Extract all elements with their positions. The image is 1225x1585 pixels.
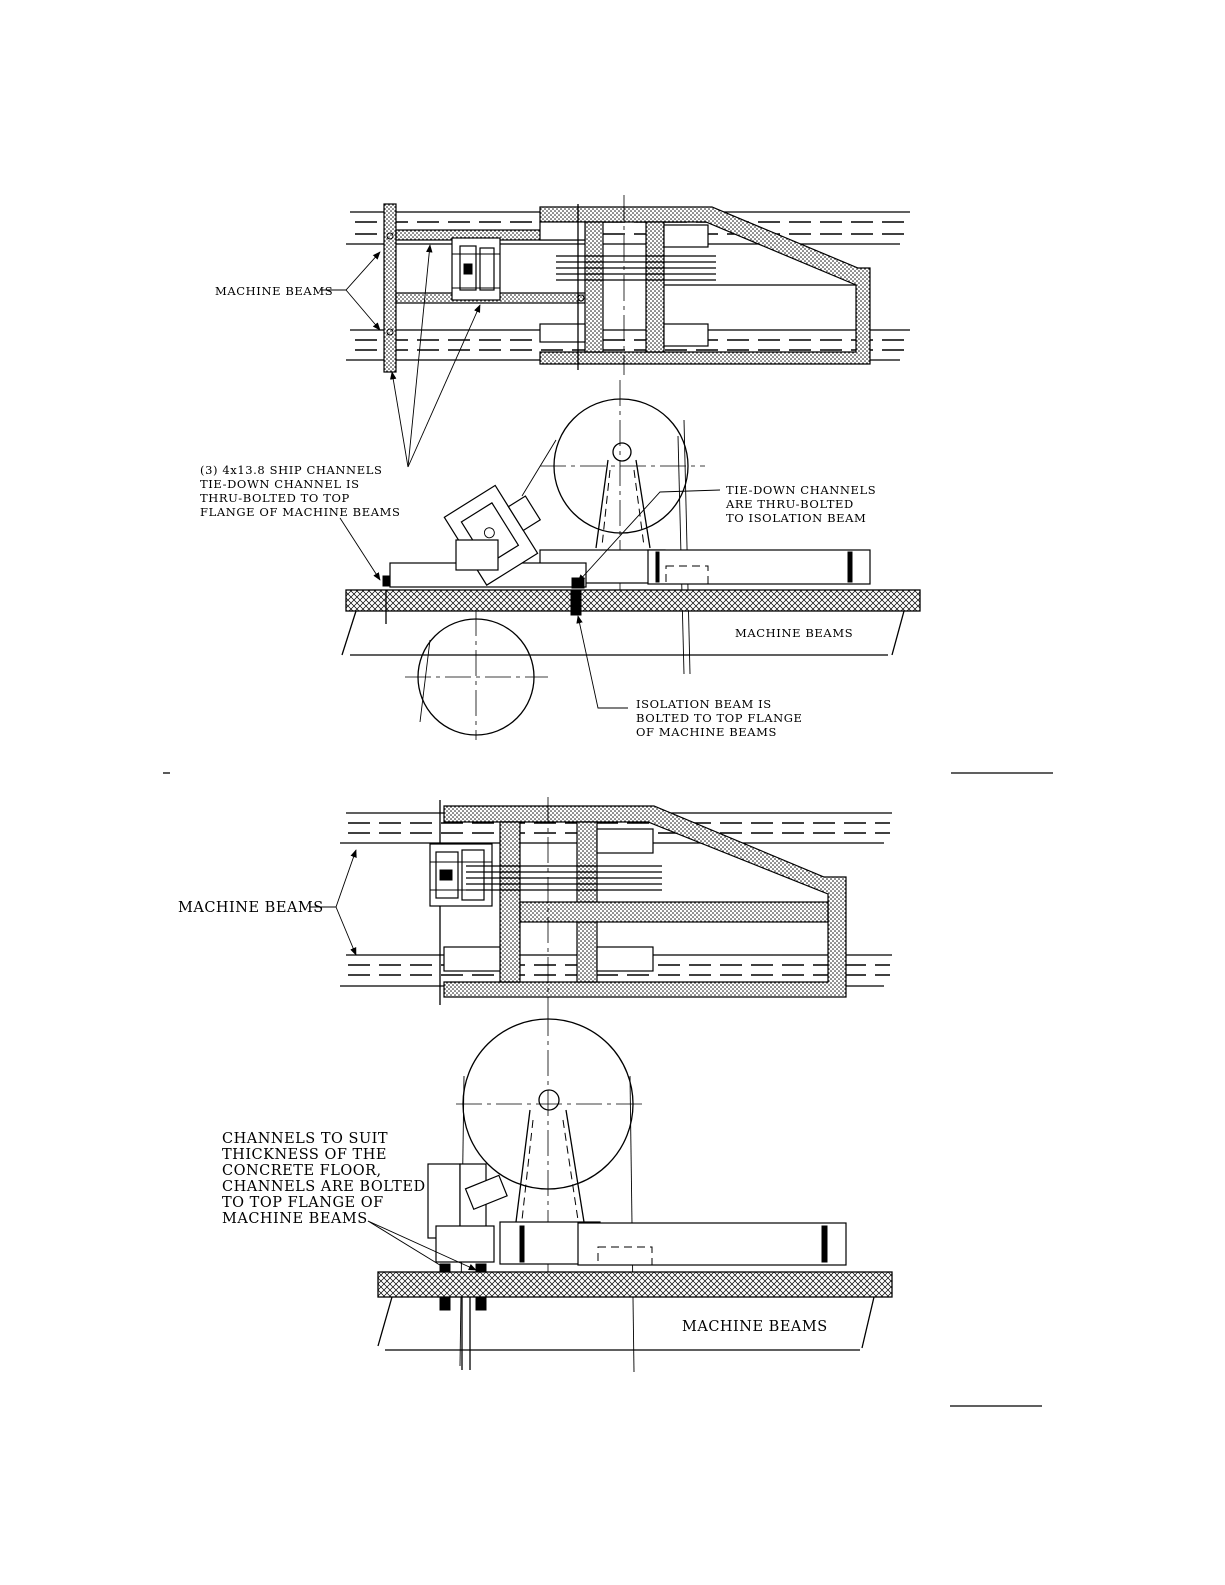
top-plan-view: [320, 195, 910, 468]
tie-down-label-line-3: TO ISOLATION BEAM: [726, 511, 866, 525]
ship-channels-label-line-3: THRU-BOLTED TO TOP: [200, 491, 350, 505]
isolation-beam-label-line-3: OF MACHINE BEAMS: [636, 725, 777, 739]
channels-label-line-2: THICKNESS OF THE: [222, 1147, 387, 1163]
top-elevation-view: [339, 380, 921, 740]
isolation-beam-label-line-2: BOLTED TO TOP FLANGE: [636, 711, 803, 725]
top-elevation-machine-beams-label: MACHINE BEAMS: [735, 626, 853, 640]
channels-label-line-1: CHANNELS TO SUIT: [222, 1131, 388, 1147]
channels-label-line-6: MACHINE BEAMS: [222, 1211, 368, 1227]
tie-down-label-line-2: ARE THRU-BOLTED: [725, 497, 854, 511]
bottom-plan-view: [310, 797, 892, 1010]
tie-down-label-line-1: TIE-DOWN CHANNELS: [726, 483, 876, 497]
top-plan-machine-beams-label: MACHINE BEAMS: [215, 284, 333, 298]
channels-label-line-3: CONCRETE FLOOR,: [222, 1163, 382, 1179]
bottom-plan-machine-beams-label: MACHINE BEAMS: [178, 900, 324, 916]
ship-channels-label-line-4: FLANGE OF MACHINE BEAMS: [200, 505, 400, 519]
channels-label-line-5: TO TOP FLANGE OF: [222, 1195, 384, 1211]
ship-channels-label-line-2: TIE-DOWN CHANNEL IS: [200, 477, 360, 491]
bottom-elevation-view: [367, 1010, 893, 1373]
bottom-elevation-machine-beams-label: MACHINE BEAMS: [682, 1319, 828, 1335]
ship-channels-label-line-1: (3) 4x13.8 SHIP CHANNELS: [200, 463, 382, 477]
channels-label-line-4: CHANNELS ARE BOLTED: [222, 1179, 426, 1195]
isolation-beam-label-line-1: ISOLATION BEAM IS: [636, 697, 772, 711]
